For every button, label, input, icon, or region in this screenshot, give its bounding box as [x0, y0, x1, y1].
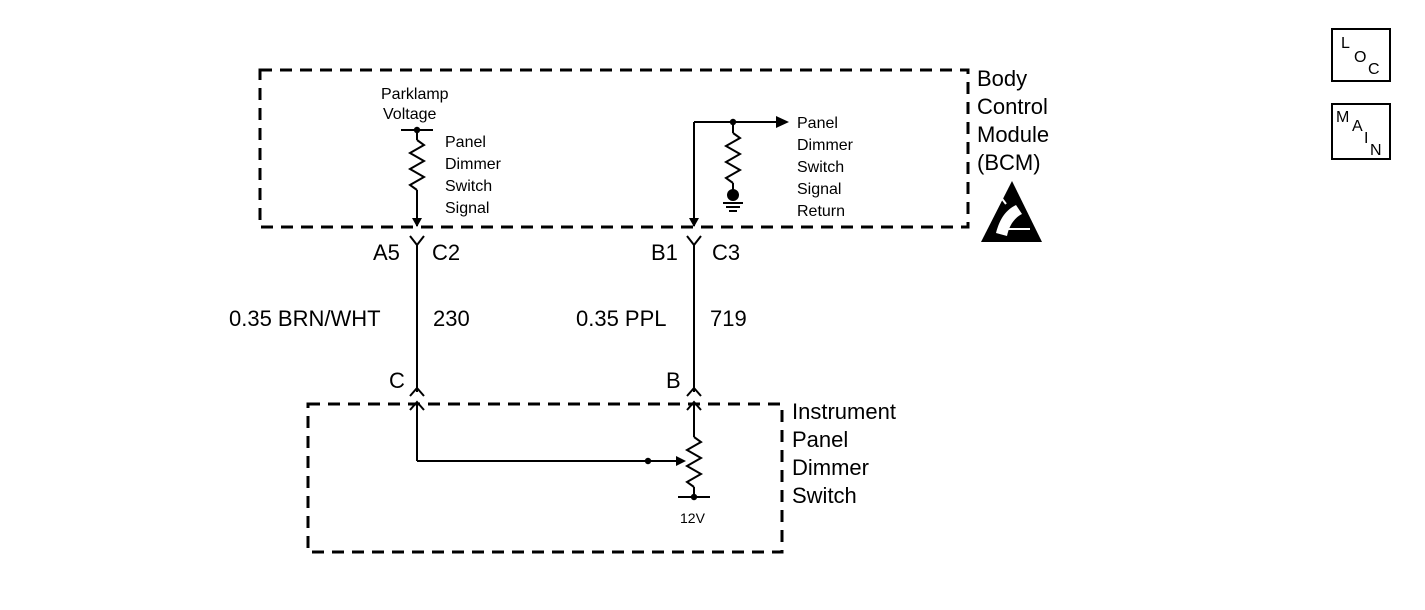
svg-text:O: O — [1354, 49, 1366, 66]
svg-text:Voltage: Voltage — [383, 106, 436, 123]
connector-bcm-right — [686, 235, 702, 247]
svg-text:C: C — [1368, 61, 1380, 78]
signal-return-label: Panel Dimmer Switch Signal Return — [797, 115, 854, 220]
bcm-module-box — [258, 68, 970, 229]
svg-text:L: L — [1341, 35, 1350, 52]
svg-text:Switch: Switch — [797, 159, 844, 176]
svg-text:Body: Body — [977, 66, 1027, 91]
bcm-title: Body Control Module (BCM) — [977, 66, 1049, 175]
dimmer-signal-label: Panel Dimmer Switch Signal — [445, 134, 502, 217]
svg-text:Module: Module — [977, 122, 1049, 147]
svg-text:Switch: Switch — [792, 483, 857, 508]
switch-module-title: Instrument Panel Dimmer Switch — [792, 399, 896, 508]
svg-text:Panel: Panel — [445, 134, 486, 151]
svg-text:Dimmer: Dimmer — [445, 156, 502, 173]
connector-label-c3: C3 — [712, 240, 740, 265]
connector-bcm-left — [409, 235, 425, 247]
supply-voltage-label: 12V — [680, 510, 706, 526]
svg-text:Dimmer: Dimmer — [797, 137, 854, 154]
wire-label-left-circuit: 230 — [433, 306, 470, 331]
svg-text:Dimmer: Dimmer — [792, 455, 869, 480]
svg-text:(BCM): (BCM) — [977, 150, 1041, 175]
svg-text:M: M — [1336, 109, 1349, 126]
svg-text:Panel: Panel — [797, 115, 838, 132]
signal-return-circuit — [689, 116, 789, 227]
loc-button[interactable]: L O C — [1331, 28, 1391, 82]
dimmer-potentiometer — [416, 402, 710, 501]
switch-module-box — [306, 402, 784, 554]
main-button[interactable]: M A I N — [1331, 103, 1391, 160]
svg-text:N: N — [1370, 142, 1382, 159]
connector-label-c2: C2 — [432, 240, 460, 265]
connector-label-b1: B1 — [651, 240, 678, 265]
esd-warning-icon — [981, 181, 1042, 242]
svg-text:A: A — [1352, 118, 1363, 135]
svg-text:Panel: Panel — [792, 427, 848, 452]
parklamp-voltage-label: Parklamp Voltage — [381, 86, 449, 123]
wire-label-right-circuit: 719 — [710, 306, 747, 331]
connector-label-c: C — [389, 368, 405, 393]
svg-text:Control: Control — [977, 94, 1048, 119]
svg-text:Signal: Signal — [797, 181, 841, 198]
svg-text:Return: Return — [797, 203, 845, 220]
connector-label-a5: A5 — [373, 240, 400, 265]
svg-text:I: I — [1364, 130, 1368, 147]
svg-text:Switch: Switch — [445, 178, 492, 195]
connector-label-b: B — [666, 368, 681, 393]
wire-label-left-gauge-color: 0.35 BRN/WHT — [229, 306, 381, 331]
dimmer-signal-resistor — [407, 130, 427, 227]
svg-text:Instrument: Instrument — [792, 399, 896, 424]
svg-text:Parklamp: Parklamp — [381, 86, 449, 103]
svg-text:Signal: Signal — [445, 200, 489, 217]
wire-label-right-gauge-color: 0.35 PPL — [576, 306, 667, 331]
ground-icon — [723, 183, 743, 212]
